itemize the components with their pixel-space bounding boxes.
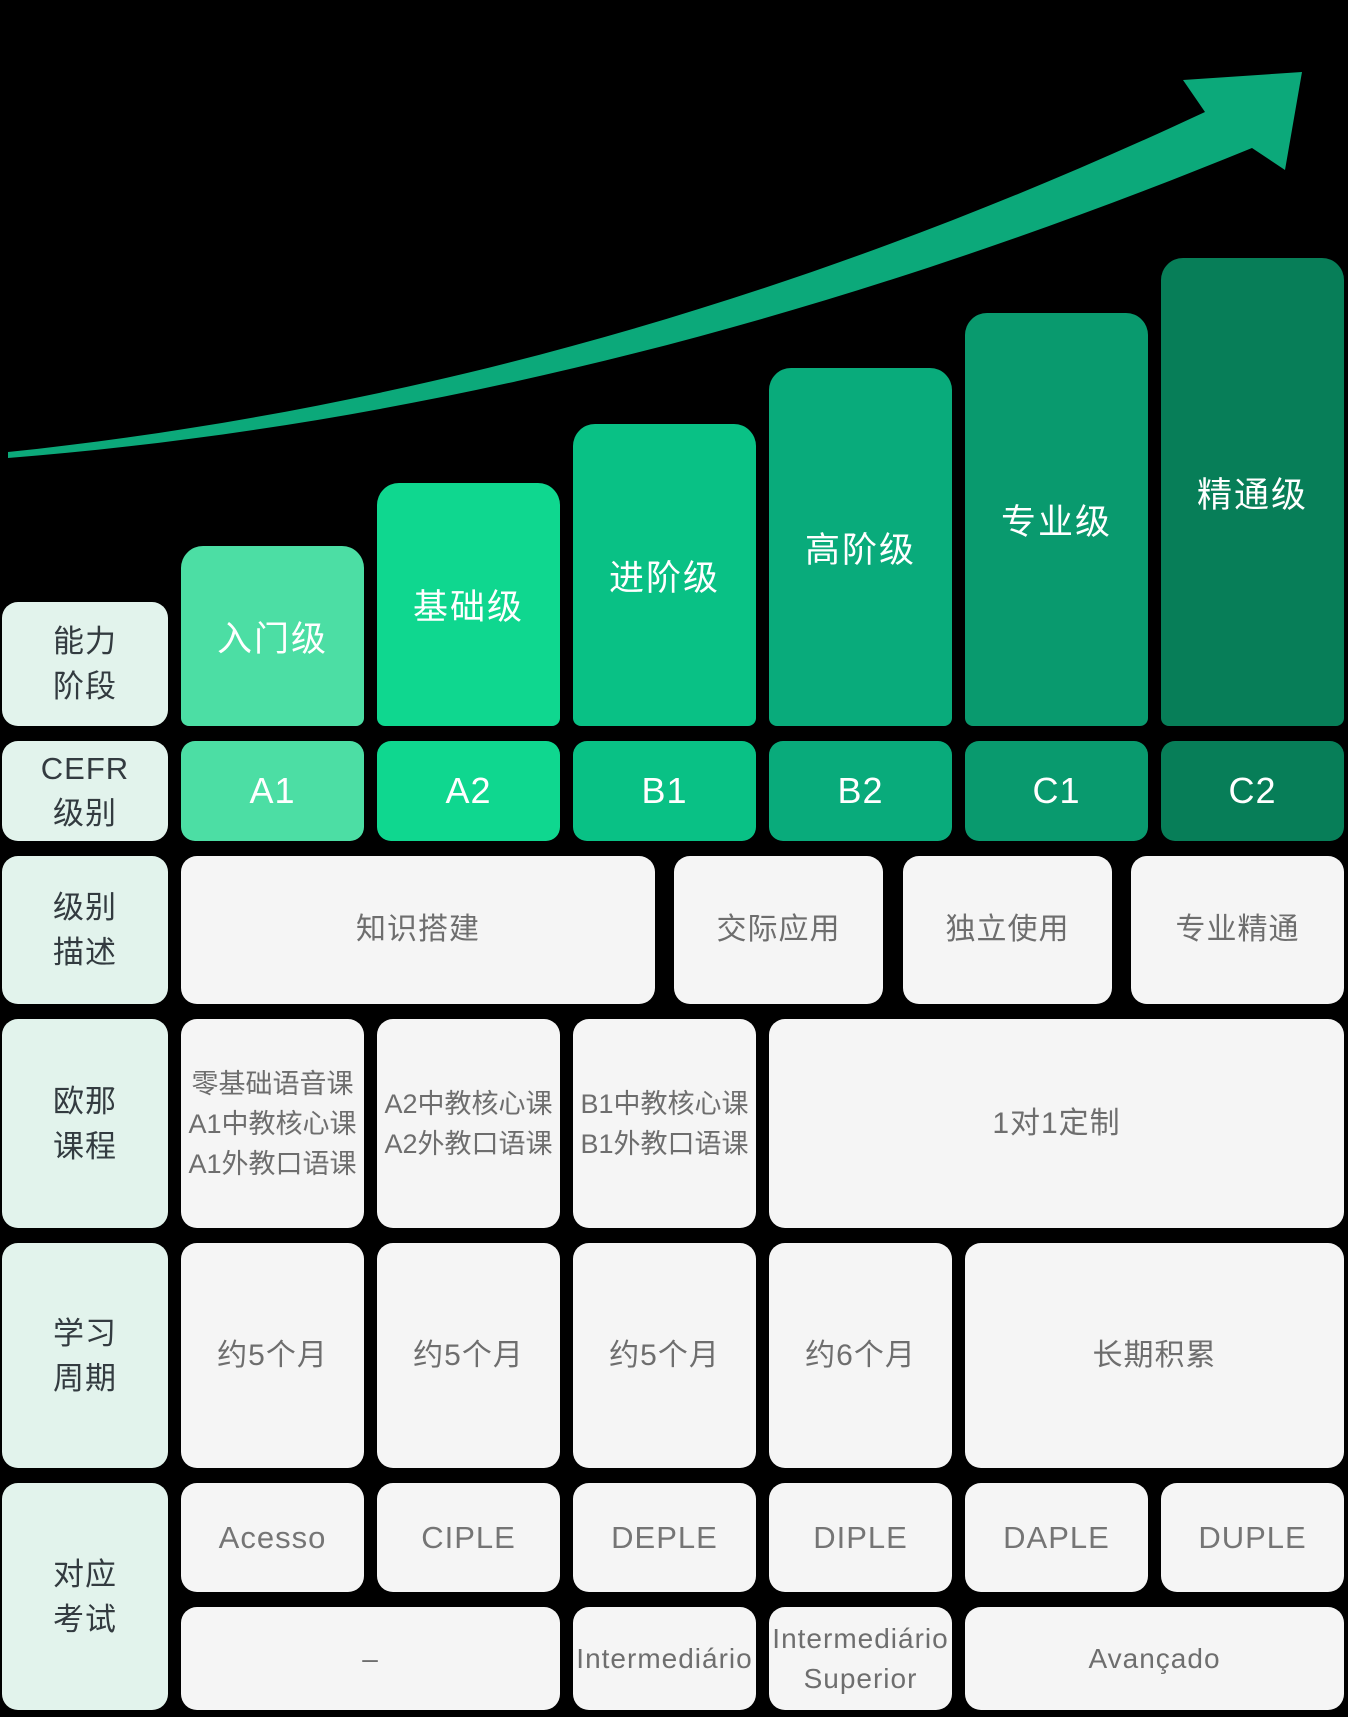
cefr-cell-a2: A2 — [377, 741, 560, 841]
stage-bar-label: 进阶级 — [608, 558, 720, 598]
description-cell: 交际应用 — [674, 856, 883, 1004]
exam-level-cell-none: – — [181, 1607, 560, 1710]
exam-level-cell-avancado: Avançado — [965, 1607, 1344, 1710]
course-cell-b2-c2: 1对1定制 — [769, 1019, 1344, 1228]
exam-cell-duple: DUPLE — [1161, 1483, 1344, 1592]
stage-bar-label: 高阶级 — [804, 530, 916, 570]
duration-cell-c1-c2: 长期积累 — [965, 1243, 1344, 1468]
course-cell-a2: A2中教核心课 A2外教口语课 — [377, 1019, 560, 1228]
duration-cell-a2: 约5个月 — [377, 1243, 560, 1468]
row-label-cefr: CEFR 级别 — [2, 741, 168, 841]
cefr-cell-b1: B1 — [573, 741, 756, 841]
stage-bar-a1: 入门级 — [181, 546, 364, 726]
exam-cell-ciple: CIPLE — [377, 1483, 560, 1592]
stage-bar-label: 基础级 — [412, 588, 524, 627]
stage-bar-b2: 高阶级 — [769, 368, 952, 726]
row-label-courses: 欧那 课程 — [2, 1019, 168, 1228]
cefr-cell-c1: C1 — [965, 741, 1148, 841]
row-label-description: 级别 描述 — [2, 856, 168, 1004]
stage-bar-b1: 进阶级 — [573, 424, 756, 726]
exam-cell-diple: DIPLE — [769, 1483, 952, 1592]
row-label-duration: 学习 周期 — [2, 1243, 168, 1468]
course-cell-b1: B1中教核心课 B1外教口语课 — [573, 1019, 756, 1228]
stage-bar-a2: 基础级 — [377, 483, 560, 726]
duration-cell-a1: 约5个月 — [181, 1243, 364, 1468]
exam-cell-daple: DAPLE — [965, 1483, 1148, 1592]
cefr-cell-a1: A1 — [181, 741, 364, 841]
exam-cell-deple: DEPLE — [573, 1483, 756, 1592]
course-cell-a1: 零基础语音课 A1中教核心课 A1外教口语课 — [181, 1019, 364, 1228]
cefr-cell-b2: B2 — [769, 741, 952, 841]
description-cell: 独立使用 — [903, 856, 1112, 1004]
row-label-exams: 对应 考试 — [2, 1483, 168, 1710]
exam-cell-acesso: Acesso — [181, 1483, 364, 1592]
stage-bar-label: 精通级 — [1196, 475, 1308, 515]
stage-bar-label: 入门级 — [216, 619, 328, 659]
description-cell: 专业精通 — [1131, 856, 1344, 1004]
exam-level-cell-intermediario-superior: Intermediário Superior — [769, 1607, 952, 1710]
exam-level-cell-intermediario: Intermediário — [573, 1607, 756, 1710]
stage-bar-c2: 精通级 — [1161, 258, 1344, 726]
duration-cell-b1: 约5个月 — [573, 1243, 756, 1468]
cefr-cell-c2: C2 — [1161, 741, 1344, 841]
stage-bar-c1: 专业级 — [965, 313, 1148, 726]
description-cell: 知识搭建 — [181, 856, 655, 1004]
row-label-ability: 能力 阶段 — [2, 602, 168, 726]
stage-bar-label: 专业级 — [1000, 503, 1112, 542]
duration-cell-b2: 约6个月 — [769, 1243, 952, 1468]
